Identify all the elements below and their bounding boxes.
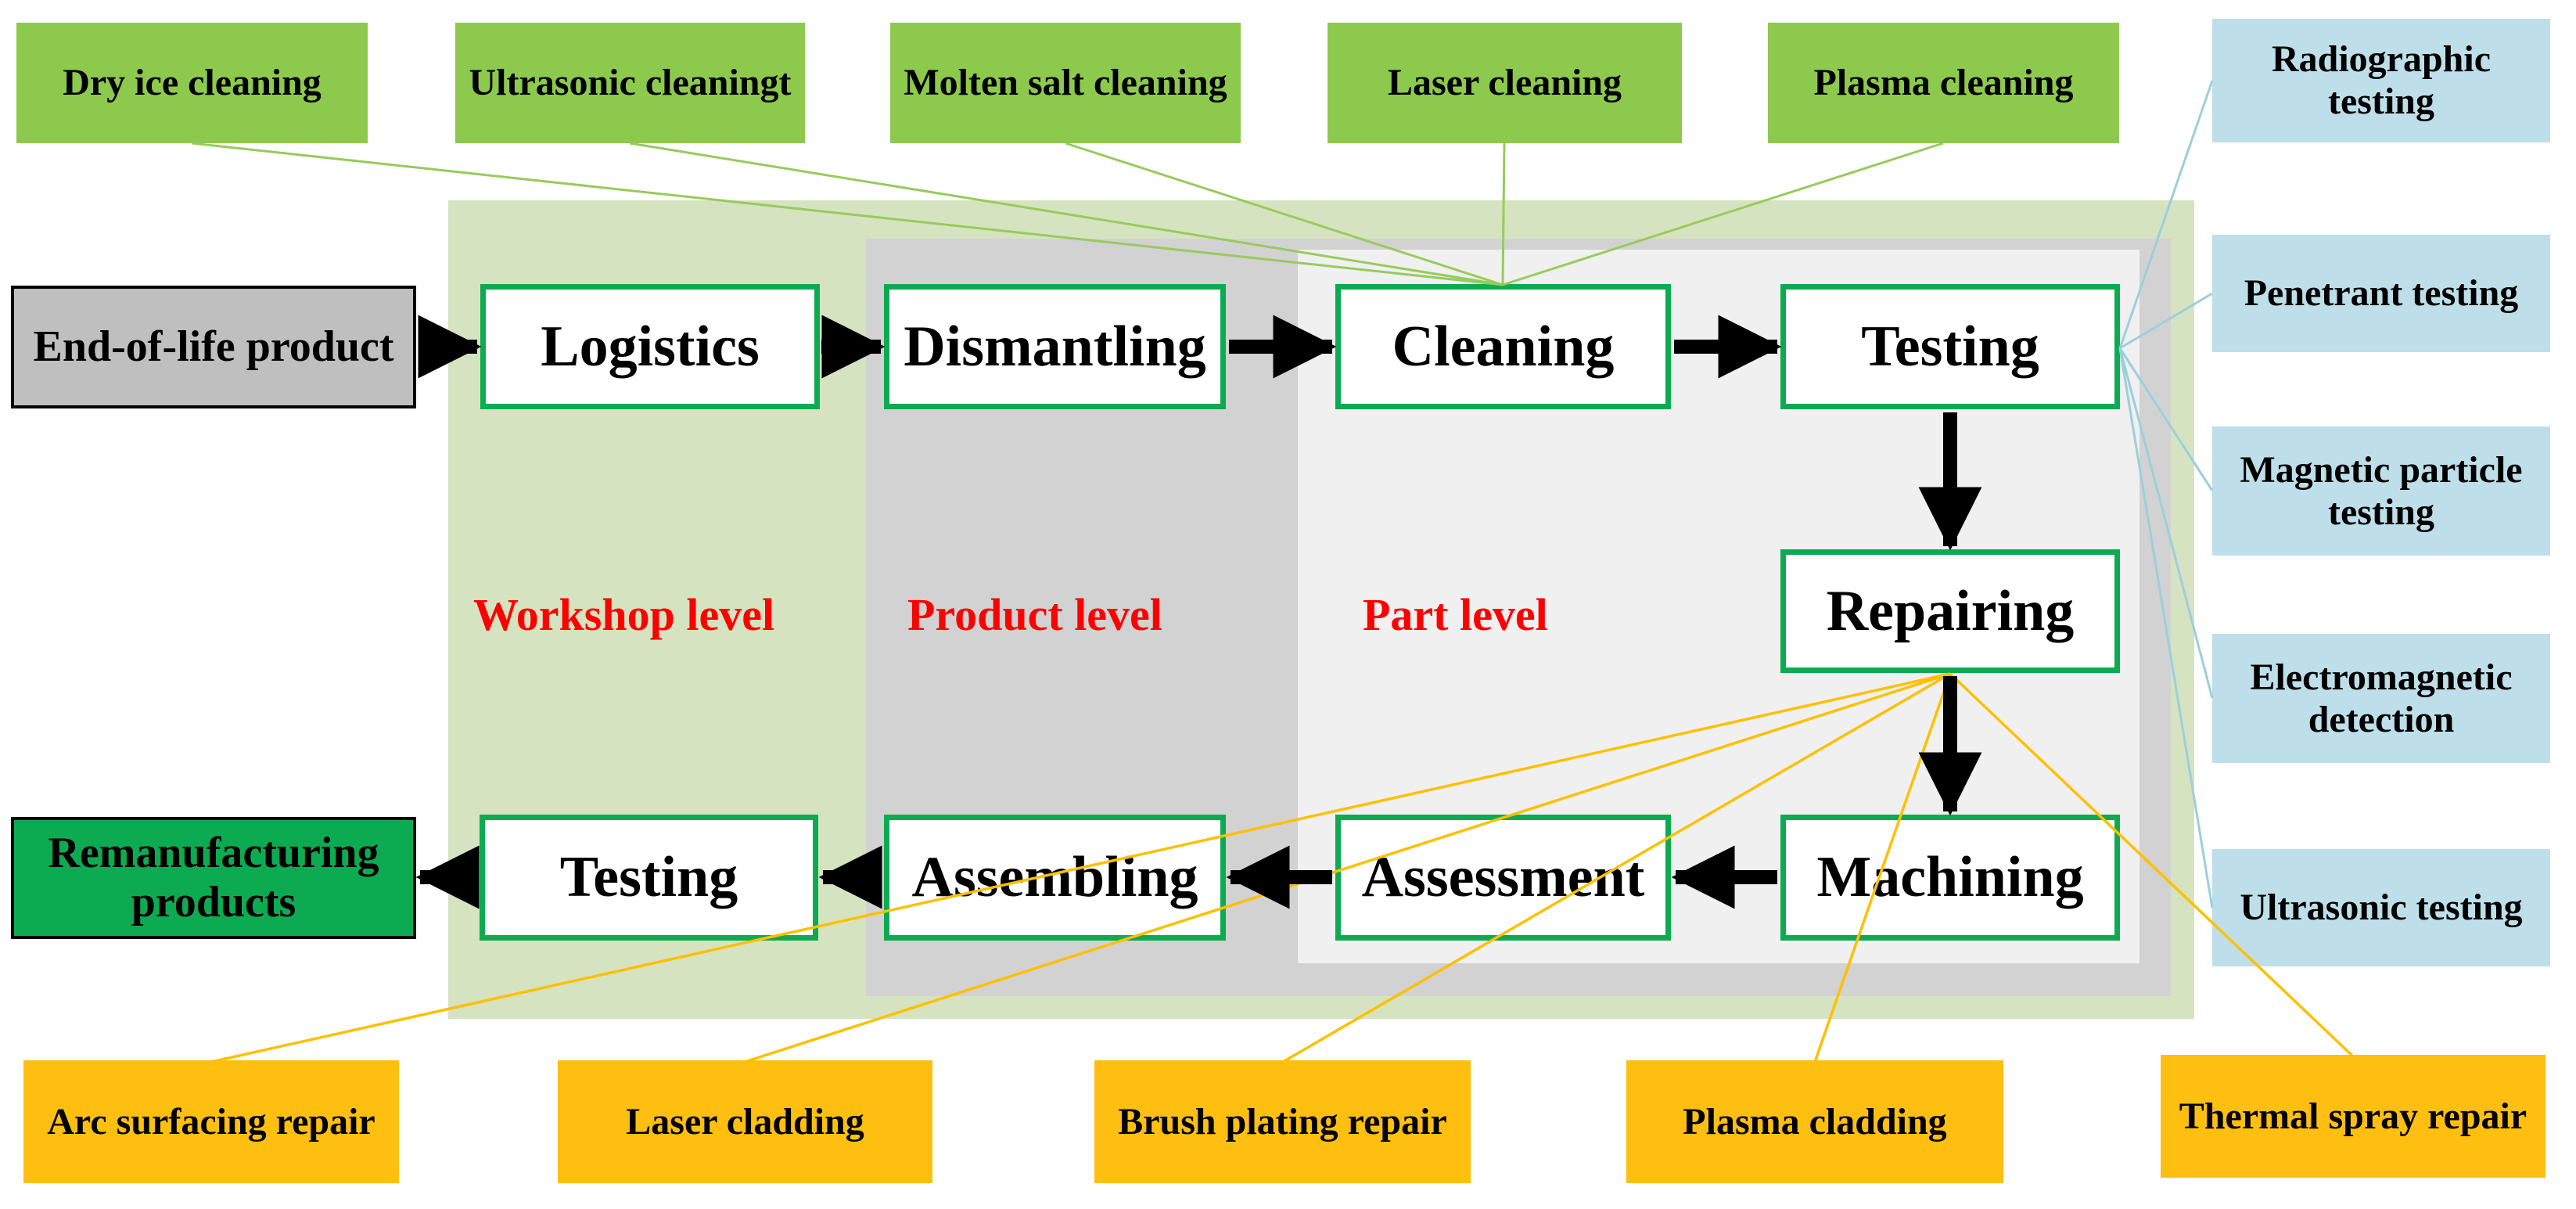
process-box-cleaning: Cleaning	[1335, 284, 1671, 409]
cleaning-method-molten-salt: Molten salt cleaning	[890, 23, 1241, 143]
remanufacturing-products-box: Remanufacturing products	[11, 817, 416, 939]
process-box-label: Repairing	[1826, 578, 2075, 643]
repair-method-laser-cladding: Laser cladding	[558, 1060, 932, 1183]
process-box-label: Machining	[1816, 845, 2084, 910]
process-box-label: Logistics	[541, 314, 760, 379]
process-box-logistics: Logistics	[480, 284, 820, 409]
process-box-label: Assembling	[911, 845, 1198, 910]
cleaning-method-label: Molten salt cleaning	[904, 62, 1227, 104]
cleaning-method-label: Ultrasonic cleaningt	[469, 62, 792, 104]
end-of-life-product-box: End-of-life product	[11, 286, 416, 408]
testing-method-electromagnetic: Electromagnetic detection	[2212, 634, 2550, 763]
process-box-label: Dismantling	[904, 314, 1206, 379]
cleaning-method-ultrasonic: Ultrasonic cleaningt	[455, 23, 805, 143]
repair-method-label: Plasma cladding	[1683, 1100, 1947, 1142]
repair-method-thermal-spray: Thermal spray repair	[2161, 1055, 2545, 1178]
testing-method-radiographic: Radiographic testing	[2212, 19, 2550, 142]
testing-method-magnetic-particle: Magnetic particle testing	[2212, 426, 2550, 556]
testing-method-label: Penetrant testing	[2244, 272, 2519, 315]
process-box-label: Testing	[1861, 314, 2039, 379]
process-box-label: Assessment	[1361, 845, 1645, 910]
process-box-dismantling: Dismantling	[884, 284, 1226, 409]
process-box-assembling: Assembling	[884, 815, 1226, 941]
testing-method-penetrant: Penetrant testing	[2212, 235, 2550, 352]
remanufacturing-products-label: Remanufacturing products	[48, 829, 379, 927]
testing-method-label: Magnetic particle testing	[2240, 448, 2523, 533]
cleaning-method-laser: Laser cleaning	[1328, 23, 1682, 143]
process-box-label: Cleaning	[1392, 314, 1615, 379]
repair-method-brush-plating: Brush plating repair	[1094, 1060, 1471, 1183]
process-box-machining: Machining	[1780, 815, 2120, 941]
cleaning-method-label: Laser cleaning	[1387, 62, 1622, 104]
testing-method-ultrasonic: Ultrasonic testing	[2212, 849, 2550, 966]
cleaning-method-dry-ice: Dry ice cleaning	[16, 23, 368, 143]
testing-method-label: Electromagnetic detection	[2250, 656, 2513, 740]
repair-method-label: Arc surfacing repair	[47, 1100, 375, 1142]
process-box-final-testing: Testing	[480, 815, 818, 941]
part-level-label: Part level	[1363, 589, 1548, 640]
testing-method-label: Radiographic testing	[2271, 38, 2492, 122]
repair-method-label: Brush plating repair	[1118, 1100, 1447, 1142]
repair-method-label: Thermal spray repair	[2179, 1095, 2527, 1137]
cleaning-method-plasma: Plasma cleaning	[1768, 23, 2119, 143]
product-level-label: Product level	[907, 589, 1162, 640]
repair-method-plasma-cladding: Plasma cladding	[1626, 1060, 2003, 1183]
process-box-repairing: Repairing	[1780, 549, 2120, 673]
cleaning-method-label: Plasma cleaning	[1813, 62, 2074, 104]
process-box-assessment: Assessment	[1335, 815, 1671, 941]
workshop-level-label: Workshop level	[473, 589, 775, 640]
testing-method-label: Ultrasonic testing	[2240, 887, 2523, 929]
process-box-testing: Testing	[1780, 284, 2120, 409]
repair-method-label: Laser cladding	[626, 1100, 864, 1142]
repair-method-arc-surfacing: Arc surfacing repair	[23, 1060, 399, 1183]
process-box-label: Testing	[559, 845, 738, 910]
cleaning-method-label: Dry ice cleaning	[63, 62, 322, 104]
end-of-life-product-label: End-of-life product	[33, 322, 394, 372]
